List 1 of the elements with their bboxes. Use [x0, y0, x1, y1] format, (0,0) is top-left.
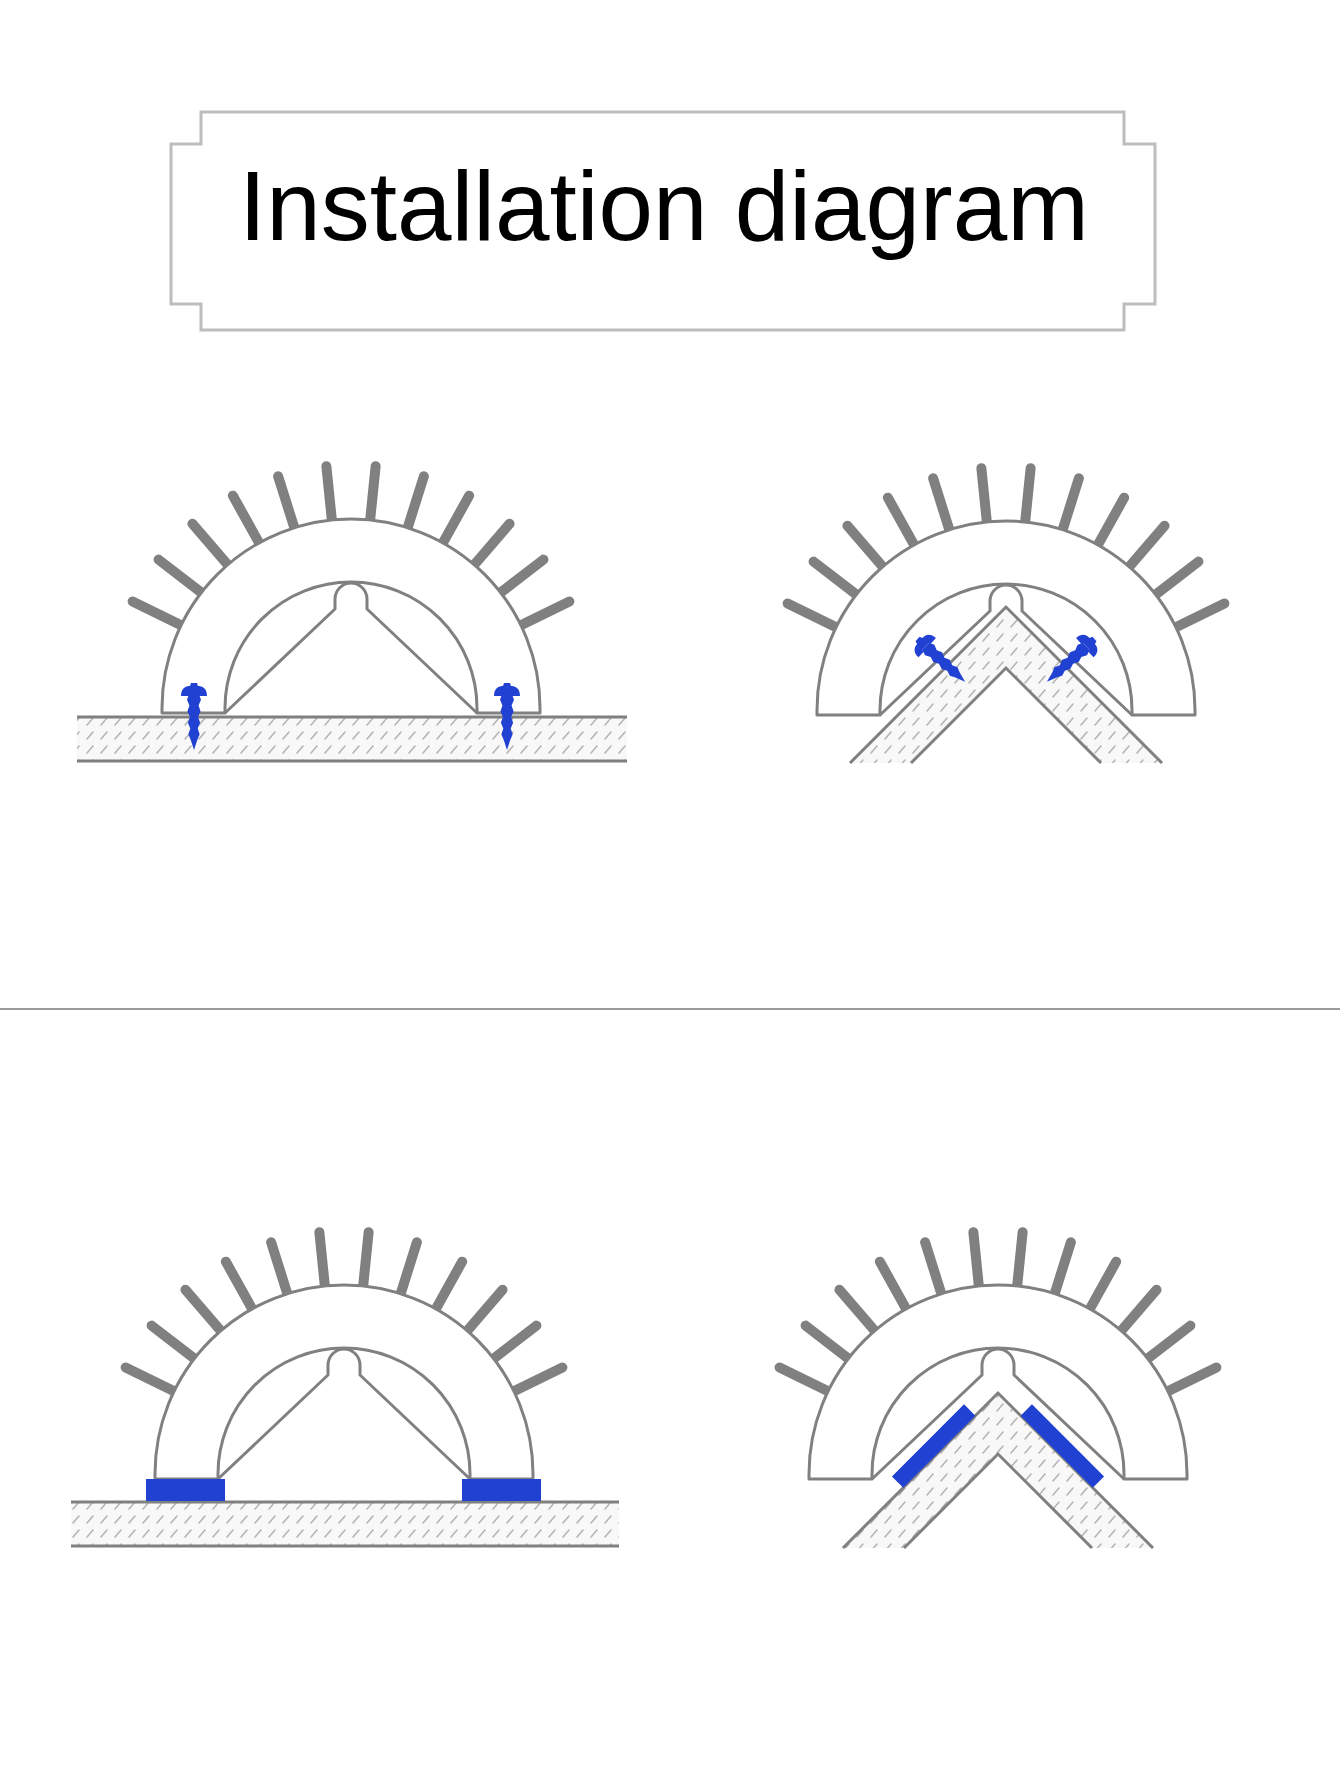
title: Installation diagram [239, 153, 1089, 261]
